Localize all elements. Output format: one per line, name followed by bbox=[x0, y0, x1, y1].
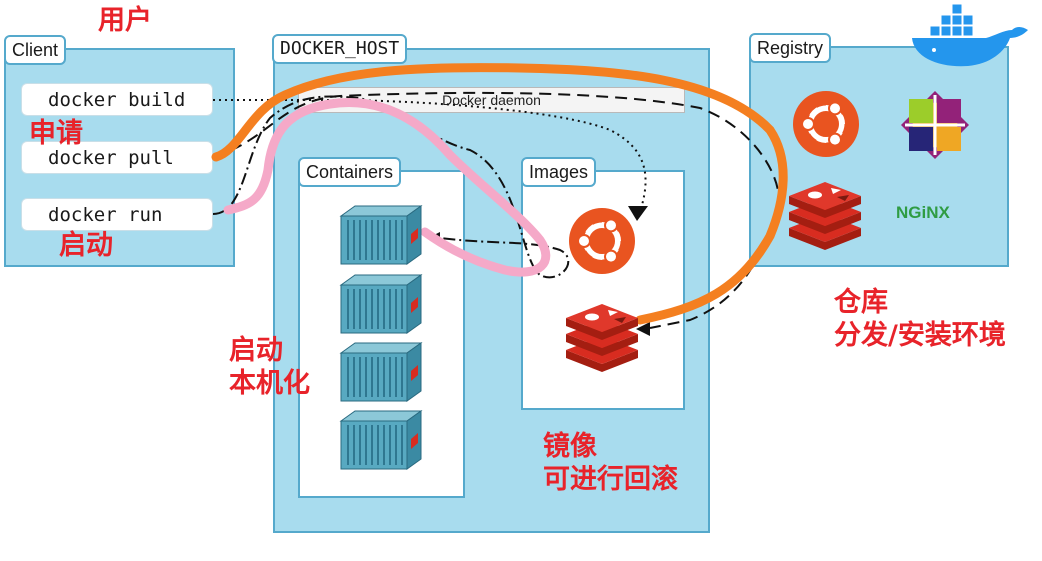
ubuntu-registry-icon bbox=[793, 91, 859, 157]
container-4-icon bbox=[340, 410, 422, 470]
container-1-icon bbox=[340, 205, 422, 265]
docker-whale-logo bbox=[912, 3, 1028, 67]
client-title: Client bbox=[4, 35, 67, 65]
annotation-container-line-1: 启动 bbox=[229, 335, 283, 366]
nginx-logo-text: NGiNX bbox=[896, 203, 951, 222]
docker-run-command[interactable]: docker run bbox=[21, 198, 213, 231]
images-title: Images bbox=[521, 157, 597, 187]
pull-arrowhead bbox=[636, 322, 650, 336]
orange-highlight-stroke bbox=[211, 63, 788, 325]
annotation-registry-note: 仓库 分发/安装环境 bbox=[834, 286, 1006, 352]
docker-build-command[interactable]: docker build bbox=[21, 83, 213, 116]
pink-highlight-stroke bbox=[223, 98, 551, 277]
pull-flow-line bbox=[212, 91, 780, 329]
annotation-registry-line-2: 分发/安装环境 bbox=[834, 320, 1006, 351]
build-arrowhead bbox=[628, 206, 648, 221]
annotation-container-line-2: 本机化 bbox=[229, 368, 310, 399]
container-2-icon bbox=[340, 274, 422, 334]
docker-run-label: docker run bbox=[48, 204, 163, 226]
docker-build-label: docker build bbox=[48, 89, 186, 111]
annotation-image-line-2: 可进行回滚 bbox=[543, 464, 678, 495]
annotation-container-note: 启动 本机化 bbox=[229, 334, 310, 400]
annotation-apply: 申请 bbox=[29, 118, 83, 149]
annotation-registry-line-1: 仓库 bbox=[834, 287, 888, 318]
annotation-image-note: 镜像 可进行回滚 bbox=[543, 430, 678, 496]
containers-title: Containers bbox=[298, 157, 402, 187]
annotation-user: 用户 bbox=[98, 5, 152, 36]
redis-image-icon bbox=[566, 304, 638, 372]
annotation-start: 启动 bbox=[59, 230, 113, 261]
centos-registry-icon bbox=[901, 91, 969, 159]
ubuntu-image-icon bbox=[569, 208, 635, 274]
docker-pull-command[interactable]: docker pull bbox=[21, 141, 213, 174]
docker-pull-label: docker pull bbox=[48, 147, 174, 169]
registry-title: Registry bbox=[749, 33, 832, 63]
container-3-icon bbox=[340, 342, 422, 402]
redis-registry-icon bbox=[789, 182, 861, 250]
docker-host-title: DOCKER_HOST bbox=[272, 34, 408, 64]
annotation-image-line-1: 镜像 bbox=[543, 431, 597, 462]
build-flow-line bbox=[213, 99, 647, 213]
run-flow-line bbox=[212, 95, 570, 279]
